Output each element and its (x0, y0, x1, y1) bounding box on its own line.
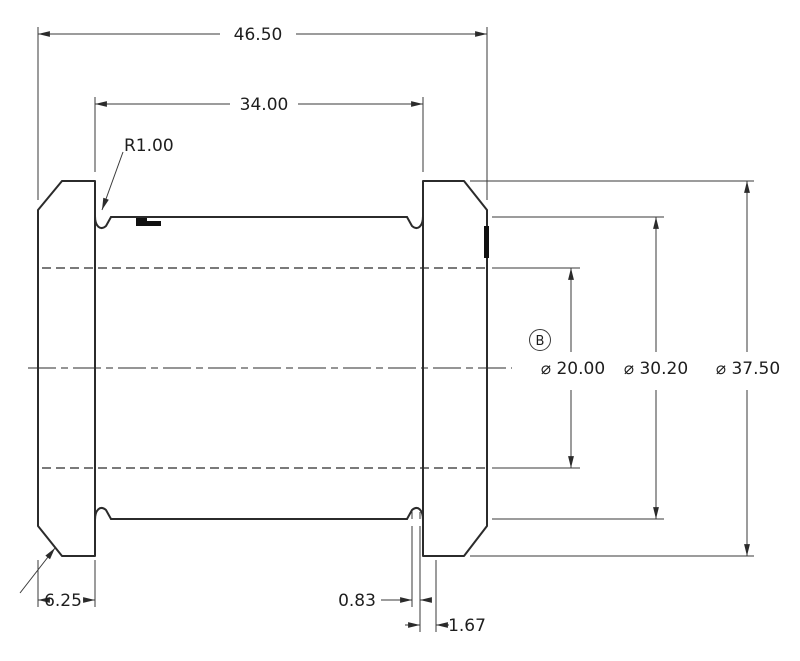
dimension-flange-diameter: ⌀ 37.50 (470, 180, 780, 557)
datum-feature-mark-icon (484, 226, 489, 258)
dim-text-body-length: 34.00 (240, 95, 289, 115)
dim-text-bore-diameter: ⌀ 20.00 (541, 359, 605, 379)
chamfer-leader-line (19, 547, 56, 594)
leader-line (101, 151, 124, 211)
dimension-overall-length: 46.50 (37, 25, 488, 200)
datum-label: B (536, 334, 545, 349)
dim-text-relief-wide: 1.67 (448, 616, 486, 636)
dim-text-body-diameter: ⌀ 30.20 (624, 359, 688, 379)
groove-step-edges (411, 511, 421, 519)
dim-text-relief-narrow: 0.83 (338, 591, 376, 611)
datum-balloon-icon (529, 329, 551, 351)
dimension-bore-diameter: B ⌀ 20.00 (492, 267, 605, 469)
dim-text-overall-length: 46.50 (234, 25, 283, 45)
dim-text-flange-diameter: ⌀ 37.50 (716, 359, 780, 379)
dim-text-fillet-radius: R1.00 (124, 136, 174, 156)
dimension-body-diameter: ⌀ 30.20 (492, 216, 688, 520)
dim-text-flange-width: 6.25 (44, 591, 82, 611)
dimension-relief-wide: 1.67 (405, 560, 486, 636)
surface-mark-icon (136, 218, 161, 226)
part-geometry (28, 180, 512, 557)
dimension-relief-narrow: 0.83 (338, 526, 432, 632)
relief-grooves (94, 215, 424, 521)
dimension-body-length: 34.00 (94, 95, 424, 172)
dimension-fillet-radius: R1.00 (101, 136, 174, 211)
dimension-flange-width: 6.25 (19, 547, 96, 611)
